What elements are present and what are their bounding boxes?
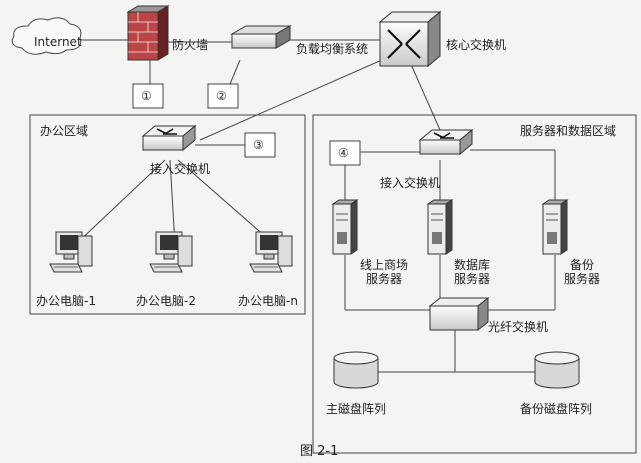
- connection-lines: [74, 39, 556, 373]
- internet-label: Internet: [34, 35, 82, 49]
- marker-2: ②: [216, 89, 227, 103]
- server-label-backup: 备份 服务器: [563, 258, 600, 286]
- core-switch-label: 核心交换机: [446, 38, 507, 52]
- pc-icon: [249, 231, 293, 273]
- office-zone-title: 办公区域: [40, 124, 89, 138]
- core-switch-icon: [378, 10, 442, 68]
- server-access-switch-icon: [419, 129, 473, 155]
- marker-4: ④: [338, 146, 349, 160]
- server-switch-label: 接入交换机: [380, 176, 441, 190]
- pc-label-1: 办公电脑-1: [36, 294, 96, 308]
- load-balancer-label: 负载均衡系统: [296, 42, 369, 56]
- marker-box-2: [207, 83, 239, 109]
- office-switch-label: 接入交换机: [150, 162, 211, 176]
- fiber-switch-icon: [428, 296, 490, 332]
- pc-label-n: 办公电脑-n: [238, 294, 298, 308]
- backup-disk-label: 备份磁盘阵列: [520, 402, 593, 416]
- pc-label-2: 办公电脑-2: [136, 294, 196, 308]
- server-icon: [542, 199, 568, 255]
- server-icon: [427, 199, 453, 255]
- server-icon: [332, 199, 358, 255]
- firewall-label: 防火墙: [172, 38, 209, 52]
- fiber-switch-label: 光纤交换机: [488, 320, 549, 334]
- office-zone-box: [29, 114, 306, 315]
- marker-box-4: [329, 140, 361, 166]
- figure-caption: 图 2-1: [300, 444, 339, 459]
- disk-array-icon: [333, 351, 379, 389]
- marker-box-3: [244, 132, 276, 158]
- main-disk-label: 主磁盘阵列: [326, 402, 387, 416]
- marker-box-1: [132, 83, 164, 109]
- firewall-icon: [126, 5, 170, 61]
- server-zone-box: [312, 114, 637, 454]
- marker-3: ③: [253, 138, 264, 152]
- server-zone-title: 服务器和数据区域: [520, 124, 617, 138]
- internet-cloud-icon: [11, 17, 82, 55]
- disk-array-icon: [534, 351, 580, 389]
- server-label-shop: 线上商场 服务器: [359, 258, 408, 286]
- pc-icon: [149, 231, 193, 273]
- office-access-switch-icon: [142, 125, 196, 151]
- server-label-db: 数据库 服务器: [453, 258, 490, 286]
- load-balancer-icon: [230, 25, 292, 49]
- marker-1: ①: [141, 89, 152, 103]
- pc-icon: [49, 231, 93, 273]
